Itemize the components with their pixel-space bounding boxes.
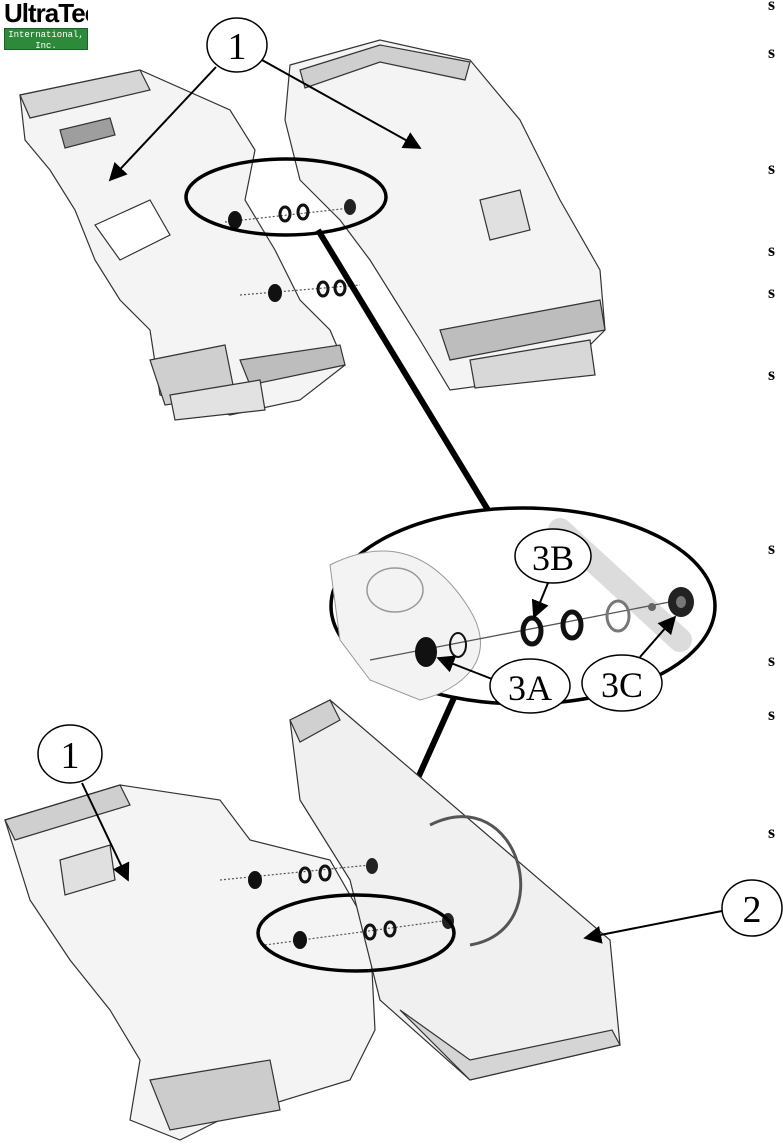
- top-left-pontoon: [19, 69, 346, 421]
- logo-wordmark: UltraTech: [4, 0, 88, 26]
- callout-3b: 3B: [514, 528, 592, 619]
- side-marker: s: [768, 704, 776, 724]
- side-marker: s: [768, 42, 776, 62]
- logo-tagline: International, Inc.: [4, 28, 88, 51]
- bottom-pontoon: [4, 784, 376, 1141]
- side-marker: s: [768, 364, 776, 384]
- pipe-mount-board: [289, 699, 621, 1081]
- side-marker: s: [768, 538, 776, 558]
- company-logo: UltraTech International, Inc.: [0, 0, 90, 56]
- top-leader-line: [315, 228, 491, 512]
- side-marker: s: [768, 822, 776, 842]
- callout-3b-label: 3B: [532, 538, 574, 578]
- side-marker: s: [768, 0, 776, 14]
- callout-3a-label: 3A: [508, 668, 552, 708]
- callout-1-bottom-label: 1: [61, 735, 80, 777]
- top-right-pontoon: [284, 39, 606, 391]
- callout-2-label: 2: [743, 889, 762, 931]
- bottom-hardware-set: [219, 858, 454, 949]
- side-marker: s: [768, 650, 776, 670]
- callout-2: 2: [583, 879, 783, 944]
- side-marker: s: [768, 282, 776, 302]
- callout-3c-label: 3C: [601, 665, 643, 705]
- bottom-detail-circle: [256, 893, 456, 973]
- top-hardware-set: [224, 199, 361, 302]
- callout-1-top-label: 1: [228, 26, 247, 68]
- side-marker: s: [768, 158, 776, 178]
- side-marker: s: [768, 240, 776, 260]
- callout-3c: 3C: [581, 615, 677, 712]
- callout-1-top: 1: [108, 17, 422, 182]
- top-detail-circle: [184, 157, 388, 237]
- callout-3a: 3A: [436, 655, 571, 714]
- callout-1-bottom: 1: [37, 724, 130, 882]
